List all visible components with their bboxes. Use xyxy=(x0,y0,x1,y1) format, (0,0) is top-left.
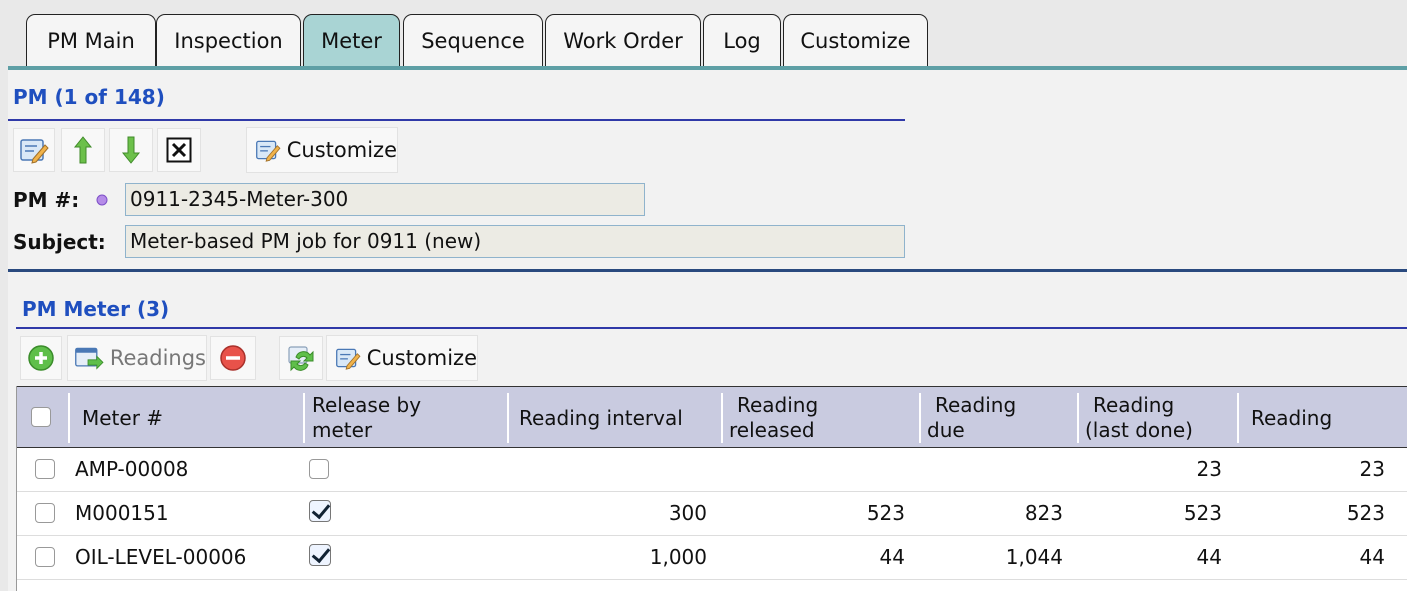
meter-section-title: PM Meter (3) xyxy=(22,297,170,321)
refresh-icon xyxy=(288,346,314,372)
col-header-interval[interactable]: Reading interval xyxy=(507,393,721,443)
col-header-last-done[interactable]: Reading (last done) xyxy=(1077,393,1237,443)
close-icon xyxy=(166,137,192,163)
tab-work-order[interactable]: Work Order xyxy=(545,14,701,66)
subject-field[interactable]: Meter-based PM job for 0911 (new) xyxy=(125,225,905,258)
readings-label: Readings xyxy=(109,346,206,370)
meter-customize-button[interactable]: Customize xyxy=(326,335,478,381)
cell-meter: OIL-LEVEL-00006 xyxy=(75,545,247,569)
col-header-reading-text: Reading xyxy=(1251,406,1333,430)
table-row[interactable]: AMP-00008 23 23 xyxy=(17,448,1407,492)
subject-label: Subject: xyxy=(13,230,106,254)
cell-interval: 300 xyxy=(668,501,707,525)
col-header-released[interactable]: Reading released xyxy=(721,393,919,443)
move-up-button[interactable] xyxy=(61,128,105,172)
customize-icon xyxy=(336,348,361,370)
select-all-checkbox[interactable] xyxy=(31,407,51,427)
row-select-checkbox[interactable] xyxy=(35,503,55,523)
col-header-released-line1: Reading xyxy=(737,393,819,417)
release-by-meter-checkbox-checked[interactable] xyxy=(309,544,331,566)
cell-interval: 1,000 xyxy=(649,545,707,569)
pm-number-field[interactable]: 0911-2345-Meter-300 xyxy=(125,183,645,216)
cell-last-done: 523 xyxy=(1183,501,1222,525)
meter-grid: Meter # Release by meter Reading interva… xyxy=(16,386,1407,591)
col-header-release-line1: Release by xyxy=(312,393,422,417)
tab-label: Meter xyxy=(321,28,382,53)
customize-icon xyxy=(256,140,281,162)
pm-customize-label: Customize xyxy=(286,138,397,162)
pm-title-rule xyxy=(8,119,905,121)
tab-customize[interactable]: Customize xyxy=(783,14,928,66)
cell-meter: AMP-00008 xyxy=(75,457,189,481)
tab-label: Log xyxy=(723,28,761,53)
col-header-due-line2: due xyxy=(927,418,965,442)
tab-sequence[interactable]: Sequence xyxy=(403,14,543,66)
cell-reading: 44 xyxy=(1359,545,1385,569)
col-header-due[interactable]: Reading due xyxy=(919,393,1077,443)
tab-label: PM Main xyxy=(47,28,135,53)
tab-meter[interactable]: Meter xyxy=(303,14,400,66)
pm-section-title: PM (1 of 148) xyxy=(13,85,165,109)
remove-icon xyxy=(220,345,246,371)
edit-button[interactable] xyxy=(13,128,55,172)
cell-due: 823 xyxy=(1024,501,1063,525)
cell-reading: 23 xyxy=(1359,457,1385,481)
tab-label: Work Order xyxy=(563,28,683,53)
row-select-checkbox[interactable] xyxy=(35,459,55,479)
table-row[interactable]: OIL-LEVEL-00006 1,000 44 1,044 44 44 xyxy=(17,536,1407,580)
col-header-reading[interactable]: Reading xyxy=(1237,393,1401,443)
col-header-interval-text: Reading interval xyxy=(519,406,683,430)
cell-released: 523 xyxy=(866,501,905,525)
col-header-meter-text: Meter # xyxy=(82,406,164,430)
tab-pm-main[interactable]: PM Main xyxy=(26,14,156,66)
table-row[interactable]: M000151 300 523 823 523 523 xyxy=(17,492,1407,536)
edit-icon xyxy=(20,139,49,164)
tab-label: Customize xyxy=(800,28,911,53)
tab-label: Inspection xyxy=(174,28,283,53)
meter-customize-label: Customize xyxy=(366,346,477,370)
release-by-meter-checkbox-checked[interactable] xyxy=(309,500,331,522)
add-icon xyxy=(28,345,54,371)
up-arrow-icon xyxy=(73,136,93,164)
cell-reading: 523 xyxy=(1346,501,1385,525)
tab-log[interactable]: Log xyxy=(703,14,781,66)
col-header-last-line1: Reading xyxy=(1093,393,1175,417)
move-down-button[interactable] xyxy=(109,128,153,172)
pm-customize-button[interactable]: Customize xyxy=(246,127,398,173)
readings-button[interactable]: Readings xyxy=(67,335,207,381)
cell-due: 1,044 xyxy=(1005,545,1063,569)
row-select-checkbox[interactable] xyxy=(35,547,55,567)
cell-last-done: 44 xyxy=(1196,545,1222,569)
readings-icon xyxy=(75,347,104,370)
tab-bar: PM Main Inspection Meter Sequence Work O… xyxy=(0,0,1407,68)
refresh-button[interactable] xyxy=(279,336,323,380)
tab-label: Sequence xyxy=(421,28,525,53)
cell-meter: M000151 xyxy=(75,501,169,525)
grid-header: Meter # Release by meter Reading interva… xyxy=(17,386,1407,448)
col-header-release[interactable]: Release by meter xyxy=(303,393,507,443)
delete-button[interactable] xyxy=(157,128,201,172)
required-indicator-icon xyxy=(96,194,108,206)
tab-inspection[interactable]: Inspection xyxy=(156,14,301,66)
tab-underline xyxy=(8,66,1407,70)
pm-number-label: PM #: xyxy=(13,188,80,212)
col-header-release-line2: meter xyxy=(312,418,373,442)
col-header-meter[interactable]: Meter # xyxy=(68,393,303,443)
section-divider xyxy=(8,269,1407,272)
add-meter-button[interactable] xyxy=(20,336,62,380)
meter-title-rule xyxy=(16,327,1407,329)
col-header-due-line1: Reading xyxy=(935,393,1017,417)
col-header-last-line2: (last done) xyxy=(1085,418,1193,442)
down-arrow-icon xyxy=(121,136,141,164)
cell-released: 44 xyxy=(879,545,905,569)
remove-meter-button[interactable] xyxy=(210,336,256,380)
release-by-meter-checkbox[interactable] xyxy=(309,459,329,479)
col-header-released-line2: released xyxy=(729,418,815,442)
cell-last-done: 23 xyxy=(1196,457,1222,481)
